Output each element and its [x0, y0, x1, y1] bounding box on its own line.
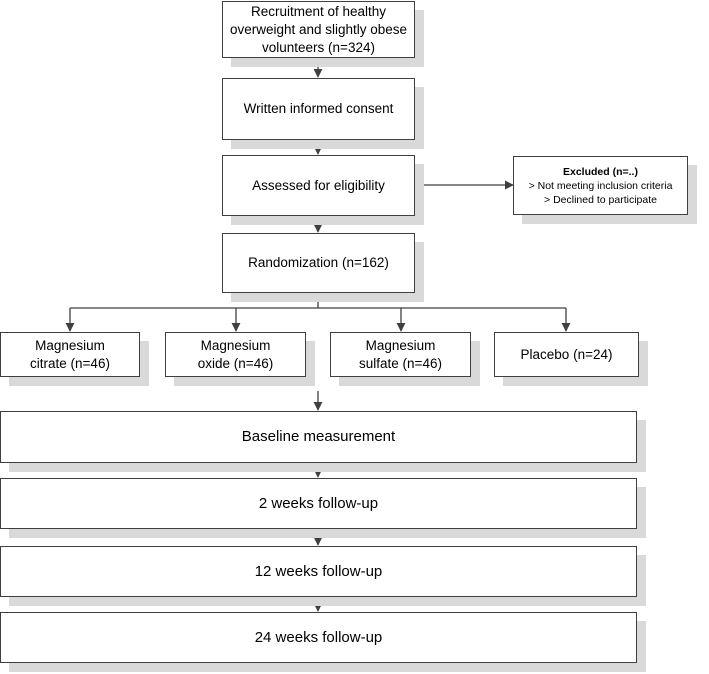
- citrate-line-2: citrate (n=46): [30, 355, 110, 371]
- baseline-box: Baseline measurement: [0, 411, 637, 463]
- recruitment-line-3: volunteers (n=324): [262, 39, 375, 55]
- group-sulfate-box: Magnesium sulfate (n=46): [330, 332, 471, 377]
- sulfate-line-2: sulfate (n=46): [359, 355, 442, 371]
- group-citrate-box: Magnesium citrate (n=46): [0, 332, 140, 377]
- excluded-line-2: > Declined to participate: [544, 193, 657, 206]
- citrate-line-1: Magnesium: [35, 337, 105, 353]
- followup-12-weeks-box: 12 weeks follow-up: [0, 546, 637, 597]
- recruitment-line-2: overweight and slightly obese: [229, 21, 408, 37]
- followup-2-weeks-text: 2 weeks follow-up: [258, 494, 379, 512]
- excluded-title: Excluded (n=..): [563, 165, 638, 178]
- eligibility-text: Assessed for eligibility: [252, 177, 385, 193]
- followup-24-weeks-box: 24 weeks follow-up: [0, 612, 637, 663]
- consent-text: Written informed consent: [243, 101, 394, 116]
- excluded-box: Excluded (n=..) > Not meeting inclusion …: [513, 156, 688, 215]
- followup-12-weeks-text: 12 weeks follow-up: [254, 562, 383, 580]
- placebo-text: Placebo (n=24): [520, 346, 613, 362]
- sulfate-line-1: Magnesium: [365, 337, 436, 353]
- randomization-box: Randomization (n=162): [222, 233, 415, 293]
- consent-box: Written informed consent: [222, 78, 415, 140]
- recruitment-line-1: Recruitment of healthy: [250, 3, 387, 19]
- recruitment-box: Recruitment of healthy overweight and sl…: [222, 1, 415, 58]
- oxide-line-2: oxide (n=46): [197, 355, 274, 371]
- oxide-line-1: Magnesium: [200, 337, 271, 353]
- group-oxide-box: Magnesium oxide (n=46): [165, 332, 306, 377]
- group-placebo-box: Placebo (n=24): [494, 332, 639, 377]
- eligibility-box: Assessed for eligibility: [222, 155, 415, 216]
- excluded-line-1: > Not meeting inclusion criteria: [528, 179, 673, 192]
- randomization-text: Randomization (n=162): [248, 255, 389, 270]
- followup-2-weeks-box: 2 weeks follow-up: [0, 478, 637, 529]
- followup-24-weeks-text: 24 weeks follow-up: [254, 628, 383, 646]
- baseline-text: Baseline measurement: [241, 428, 396, 445]
